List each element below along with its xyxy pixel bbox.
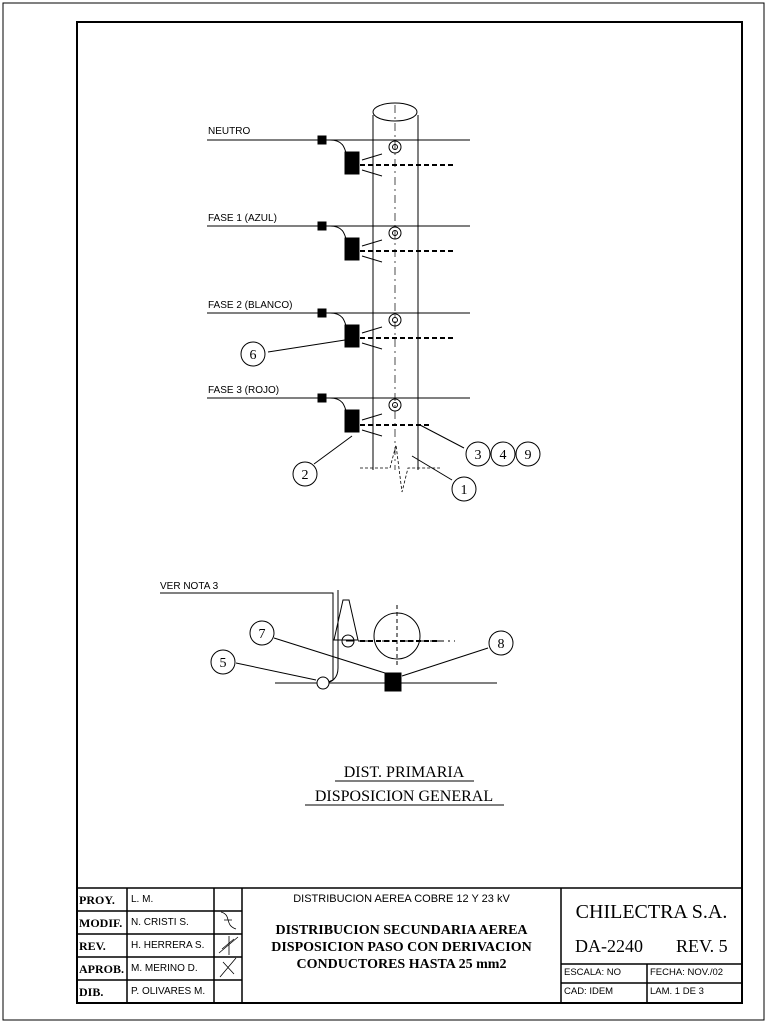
title-block: PROY. L. M. MODIF. N. CRISTI S. REV. H. … [77, 888, 742, 1003]
drawing-number: DA-2240 [575, 936, 643, 956]
balloon-5: 5 [210, 649, 236, 675]
svg-text:7: 7 [259, 627, 266, 642]
fase2-label: FASE 2 (BLANCO) [208, 300, 292, 311]
phase2-row [207, 308, 470, 350]
fase1-label: FASE 1 (AZUL) [208, 213, 277, 224]
balloon-2: 2 [292, 461, 318, 487]
neutro-label: NEUTRO [208, 126, 250, 137]
name-aprob: M. MERINO D. [131, 963, 198, 974]
balloon-3: 3 [465, 441, 491, 467]
elevation-view [207, 102, 470, 493]
balloon-7: 7 [249, 620, 275, 646]
balloon-9: 9 [515, 441, 541, 467]
svg-text:9: 9 [525, 448, 532, 463]
svg-text:4: 4 [500, 448, 507, 463]
lamina: LAM. 1 DE 3 [650, 986, 704, 997]
escala: ESCALA: NO [564, 967, 622, 978]
neutral-row [207, 135, 470, 177]
role-aprob: APROB. [79, 962, 124, 976]
plan-view [160, 590, 497, 692]
role-dib: DIB. [79, 985, 104, 999]
svg-text:6: 6 [250, 348, 257, 363]
title-line-2: DISPOSICION PASO CON DERIVACION [271, 940, 532, 955]
revision: REV. 5 [676, 936, 728, 956]
svg-text:8: 8 [498, 637, 505, 652]
title-line-1: DISTRIBUCION SECUNDARIA AEREA [275, 923, 528, 938]
svg-text:3: 3 [475, 448, 482, 463]
drawing-title-line2: DISPOSICION GENERAL [315, 788, 493, 805]
svg-text:1: 1 [461, 483, 468, 498]
title-line-3: CONDUCTORES HASTA 25 mm2 [296, 957, 507, 972]
drawing-title-line1: DIST. PRIMARIA [344, 764, 465, 781]
cad: CAD: IDEM [564, 986, 614, 997]
phase1-row [207, 221, 470, 263]
balloon-8: 8 [488, 630, 514, 656]
svg-text:2: 2 [302, 468, 309, 483]
signatures [218, 911, 239, 978]
drawing-frame [76, 21, 743, 1004]
fecha: FECHA: NOV./02 [650, 967, 724, 978]
balloon-4: 4 [490, 441, 516, 467]
balloon-1: 1 [451, 476, 477, 502]
role-rev: REV. [79, 939, 106, 953]
title-block-grid [77, 887, 742, 1003]
name-rev: H. HERRERA S. [131, 940, 205, 951]
role-modif: MODIF. [79, 916, 123, 930]
fase3-label: FASE 3 (ROJO) [208, 385, 279, 396]
phase3-row [207, 393, 470, 437]
role-proy: PROY. [79, 893, 115, 907]
balloon-6: 6 [240, 341, 266, 367]
name-dib: P. OLIVARES M. [131, 986, 206, 997]
name-modif: N. CRISTI S. [131, 917, 189, 928]
company-name: CHILECTRA S.A. [575, 901, 728, 923]
name-proy: L. M. [131, 894, 154, 905]
title-block-header: DISTRIBUCION AEREA COBRE 12 Y 23 kV [293, 893, 510, 905]
ver-nota-label: VER NOTA 3 [160, 581, 219, 592]
svg-text:5: 5 [220, 656, 227, 671]
